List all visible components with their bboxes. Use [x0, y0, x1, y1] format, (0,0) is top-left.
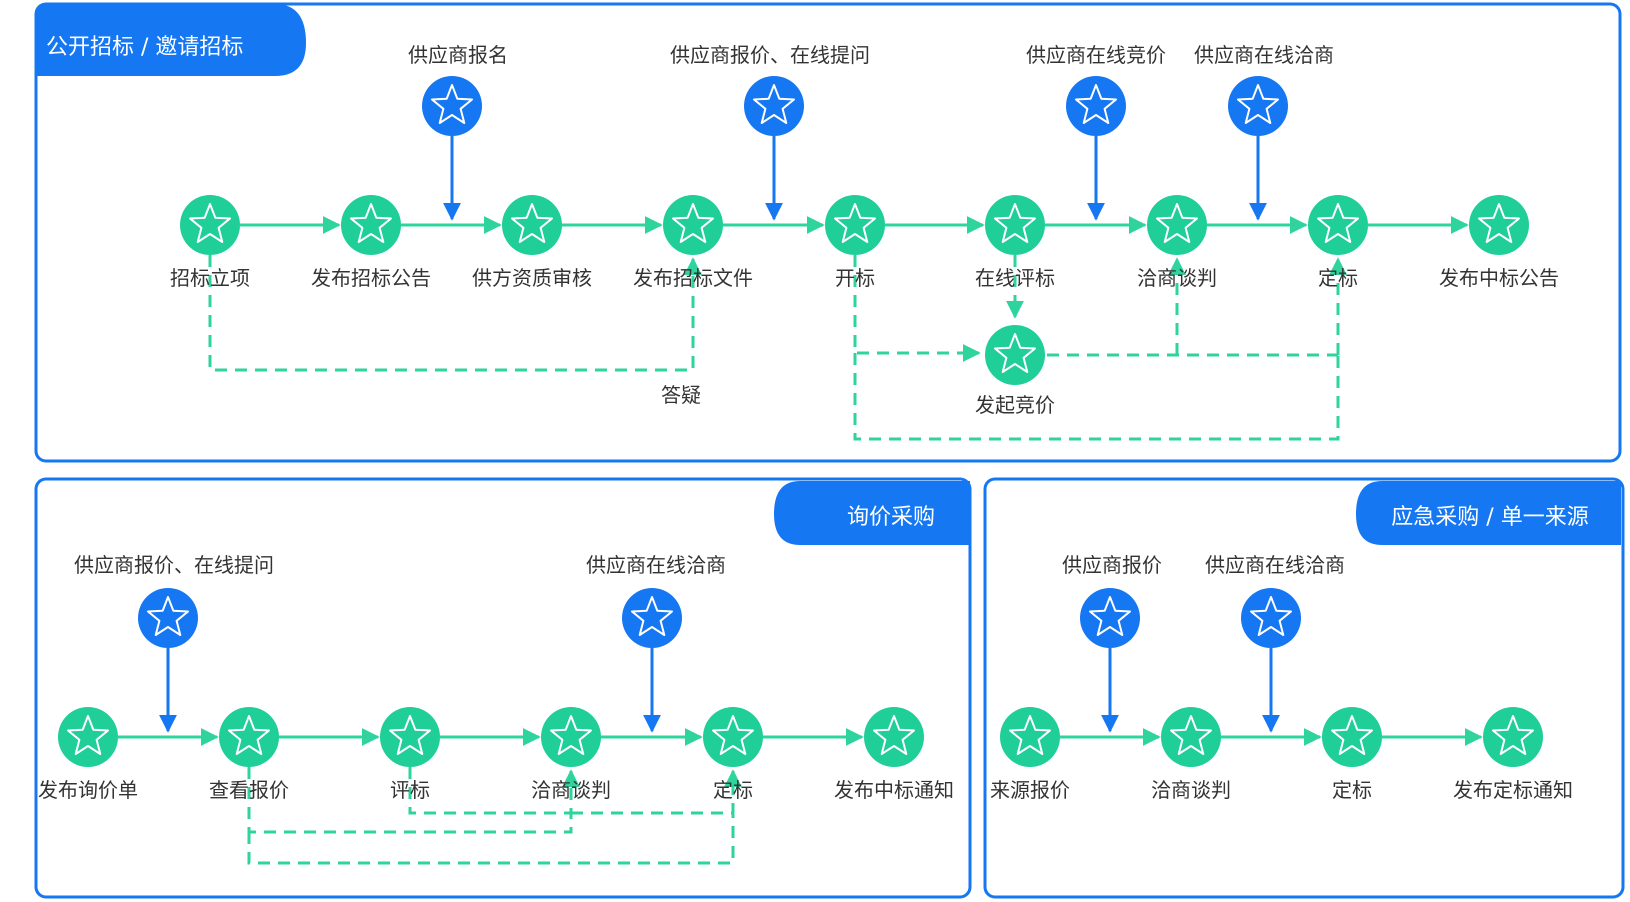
- supplier-label: 供应商报价、在线提问: [670, 43, 870, 67]
- star-icon: [67, 715, 109, 755]
- panel-emergency: [983, 477, 1625, 899]
- bid-label: 发起竞价: [975, 393, 1055, 417]
- supplier-node: [1066, 76, 1126, 136]
- step-label: 洽商谈判: [1151, 778, 1231, 802]
- step-node: [219, 707, 279, 767]
- supplier-node: [138, 588, 198, 648]
- bid-start-arrow: [853, 255, 981, 362]
- step-label: 洽商谈判: [1137, 266, 1217, 290]
- panel-inquiry: [34, 477, 972, 899]
- star-icon: [1156, 203, 1198, 243]
- step-node: [663, 195, 723, 255]
- step-node: [1483, 707, 1543, 767]
- step-label: 查看报价: [209, 778, 289, 802]
- step-node: [541, 707, 601, 767]
- star-icon: [1170, 715, 1212, 755]
- star-icon: [712, 715, 754, 755]
- step-node: [502, 195, 562, 255]
- step-label: 定标: [713, 778, 753, 802]
- star-icon: [834, 203, 876, 243]
- star-icon: [1478, 203, 1520, 243]
- panel-title-tender: 公开招标 / 邀请招标: [46, 35, 243, 60]
- supplier-node: [1080, 588, 1140, 648]
- title-tab-tender: [36, 4, 306, 76]
- supplier-node: [1228, 76, 1288, 136]
- step-node: [1469, 195, 1529, 255]
- star-icon: [389, 715, 431, 755]
- star-icon: [631, 596, 673, 636]
- step-label: 招标立项: [170, 266, 250, 290]
- step-label: 供方资质审核: [472, 266, 592, 290]
- step-label: 发布招标公告: [311, 266, 431, 290]
- bid-node: [985, 325, 1045, 385]
- star-icon: [189, 203, 231, 243]
- star-icon: [1331, 715, 1373, 755]
- supplier-node: [1241, 588, 1301, 648]
- star-icon: [672, 203, 714, 243]
- supplier-label: 供应商在线竞价: [1026, 43, 1166, 67]
- step-node: [825, 195, 885, 255]
- supplier-label: 供应商报名: [408, 43, 508, 67]
- quote-award-loop: [247, 813, 735, 865]
- step-label: 评标: [390, 778, 430, 802]
- step-label: 定标: [1332, 778, 1372, 802]
- panel-title-inquiry: 询价采购: [847, 505, 935, 530]
- star-icon: [431, 84, 473, 124]
- step-node: [1147, 195, 1207, 255]
- step-node: [703, 707, 763, 767]
- star-icon: [1492, 715, 1534, 755]
- supplier-label: 供应商报价: [1062, 553, 1162, 577]
- star-icon: [511, 203, 553, 243]
- star-icon: [994, 333, 1036, 373]
- star-icon: [873, 715, 915, 755]
- star-icon: [1075, 84, 1117, 124]
- panel-title-emergency: 应急采购 / 单一来源: [1391, 505, 1588, 530]
- supplier-label: 供应商在线洽商: [1205, 553, 1345, 577]
- star-icon: [1009, 715, 1051, 755]
- step-node: [864, 707, 924, 767]
- supplier-label: 供应商报价、在线提问: [74, 553, 274, 577]
- supplier-node: [744, 76, 804, 136]
- supplier-node: [622, 588, 682, 648]
- step-node: [58, 707, 118, 767]
- step-node: [341, 195, 401, 255]
- step-label: 发布定标通知: [1453, 778, 1573, 802]
- star-icon: [1237, 84, 1279, 124]
- star-icon: [228, 715, 270, 755]
- eval-negotiation-loop: [408, 767, 580, 815]
- step-label: 发布中标通知: [834, 778, 954, 802]
- step-label: 发布招标文件: [633, 266, 753, 290]
- star-icon: [550, 715, 592, 755]
- step-node: [985, 195, 1045, 255]
- step-node: [180, 195, 240, 255]
- step-label: 来源报价: [990, 778, 1070, 802]
- star-icon: [753, 84, 795, 124]
- step-label: 洽商谈判: [531, 778, 611, 802]
- step-label: 发布询价单: [38, 778, 138, 802]
- step-label: 定标: [1318, 266, 1358, 290]
- title-tab-emergency: [1356, 481, 1621, 545]
- supplier-node: [422, 76, 482, 136]
- star-icon: [1250, 596, 1292, 636]
- step-node: [1000, 707, 1060, 767]
- step-label: 发布中标公告: [1439, 266, 1559, 290]
- qa-label: 答疑: [661, 383, 701, 407]
- star-icon: [350, 203, 392, 243]
- step-node: [1308, 195, 1368, 255]
- star-icon: [1089, 596, 1131, 636]
- star-icon: [147, 596, 189, 636]
- step-node: [1161, 707, 1221, 767]
- supplier-label: 供应商在线洽商: [586, 553, 726, 577]
- step-label: 在线评标: [975, 266, 1055, 290]
- step-node: [1322, 707, 1382, 767]
- step-label: 开标: [835, 266, 875, 290]
- open-to-award-loop: [853, 353, 1340, 441]
- star-icon: [994, 203, 1036, 243]
- title-tab-inquiry: [774, 481, 970, 545]
- quote-negotiation-loop: [247, 767, 573, 834]
- supplier-label: 供应商在线洽商: [1194, 43, 1334, 67]
- step-node: [380, 707, 440, 767]
- star-icon: [1317, 203, 1359, 243]
